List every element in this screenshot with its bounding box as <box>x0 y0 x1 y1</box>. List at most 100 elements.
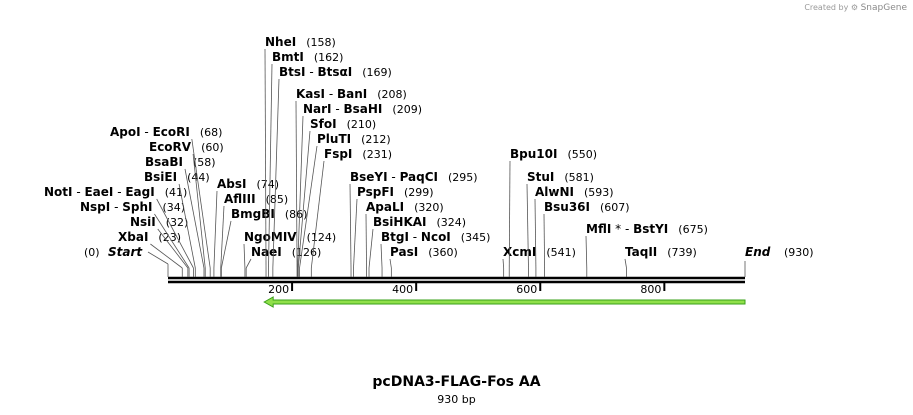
site-position: (675) <box>678 223 708 236</box>
site-label-part: Bpu10I <box>510 147 557 161</box>
site-label-part: SphI <box>122 200 152 214</box>
site-label: SfoI <box>310 117 337 131</box>
site-label-part: - <box>332 102 344 116</box>
site-label: AflIII <box>224 192 256 206</box>
site-leader <box>380 243 383 269</box>
site-bsu36i: Bsu36I(607) <box>543 200 630 277</box>
site-position: (295) <box>448 171 478 184</box>
site-position: (60) <box>201 141 224 154</box>
site-position: (550) <box>567 148 597 161</box>
site-kasi: KasI - BanI(208) <box>295 87 407 277</box>
site-label: NspI - SphI <box>80 200 152 214</box>
site-label: NarI - BsaHI <box>303 102 382 116</box>
site-position: (210) <box>347 118 377 131</box>
site-label-part: NotI <box>44 185 73 199</box>
site-label-part: NgoMIV <box>244 230 297 244</box>
site-leader <box>150 243 183 269</box>
site-label: TaqII <box>625 245 657 259</box>
site-stui: StuI (581) <box>526 170 594 277</box>
site-position: (360) <box>428 246 458 259</box>
start-marker: (0)Start <box>84 245 169 277</box>
site-label-part: NsiI <box>130 215 156 229</box>
site-label-part: BsaBI <box>145 155 183 169</box>
site-leader <box>368 228 374 269</box>
end-marker: End(930) <box>744 245 814 277</box>
start-label: Start <box>108 245 143 259</box>
site-position: (593) <box>584 186 614 199</box>
site-bsihkai: BsiHKAI(324) <box>368 215 466 277</box>
site-taqii: TaqII(739) <box>624 245 697 277</box>
ruler-label: 200 <box>268 283 289 296</box>
site-label-part: NaeI <box>251 245 282 259</box>
site-label: Bsu36I <box>544 200 590 214</box>
site-bsiei: BsiEI(44) <box>144 170 210 277</box>
site-label: BmtI <box>272 50 304 64</box>
site-xcmi: XcmI (541) <box>502 245 576 277</box>
feature-arrow <box>263 296 746 308</box>
site-label: BsiHKAI <box>373 215 427 229</box>
site-label-part: * - <box>611 222 633 236</box>
site-position: (581) <box>564 171 594 184</box>
site-label-part: KasI <box>296 87 325 101</box>
site-label: ApaLI <box>366 200 404 214</box>
site-position: (124) <box>307 231 337 244</box>
site-leader <box>192 153 206 269</box>
site-label: XcmI <box>503 245 536 259</box>
site-label: BmgBI <box>231 207 275 221</box>
site-leader <box>508 160 511 269</box>
site-position: (209) <box>392 103 422 116</box>
site-label-part: PspFI <box>357 185 394 199</box>
site-bmti: BmtI (162) <box>268 50 344 277</box>
site-label-part: PasI <box>390 245 418 259</box>
site-label-part: PluTI <box>317 132 351 146</box>
ruler-label: 600 <box>516 283 537 296</box>
credit-brand: SnapGene <box>860 3 907 13</box>
site-leader <box>310 160 325 269</box>
site-position: (231) <box>362 148 392 161</box>
site-afliii: AflIII(85) <box>220 192 288 277</box>
site-position: (299) <box>404 186 434 199</box>
site-position: (541) <box>546 246 576 259</box>
construct-name: pcDNA3-FLAG-Fos AA <box>372 374 541 390</box>
site-label: XbaI <box>118 230 148 244</box>
site-position: (34) <box>162 201 185 214</box>
site-position: (162) <box>314 51 344 64</box>
site-label-part: BtsI <box>279 65 306 79</box>
site-leader <box>184 168 205 269</box>
site-label-part: AflIII <box>224 192 256 206</box>
site-position: (41) <box>165 186 188 199</box>
site-alwni: AlwNI(593) <box>534 185 614 277</box>
site-label-part: BsaHI <box>344 102 383 116</box>
site-nsii: NsiI(32) <box>130 215 188 277</box>
site-label-part: NspI <box>80 200 110 214</box>
site-position: (169) <box>362 66 392 79</box>
site-position: (345) <box>461 231 491 244</box>
site-leader <box>526 183 529 269</box>
end-position: (930) <box>784 246 814 259</box>
site-leader <box>502 258 505 269</box>
site-label: StuI <box>527 170 554 184</box>
site-leader <box>243 243 246 269</box>
site-label-part: BmtI <box>272 50 304 64</box>
site-label: KasI - BanI <box>296 87 367 101</box>
site-label-part: BsiHKAI <box>373 215 427 229</box>
site-sfoi: SfoI (210) <box>297 117 377 277</box>
ruler-label: 800 <box>640 283 661 296</box>
site-label-part: - <box>325 87 337 101</box>
site-bmgbi: BmgBI(86) <box>220 207 307 277</box>
site-label-part: NarI <box>303 102 332 116</box>
start-leader <box>147 251 169 265</box>
site-label-part: PaqCI <box>400 170 438 184</box>
site-position: (158) <box>306 36 336 49</box>
site-label-part: XbaI <box>118 230 148 244</box>
site-mfli: MflI * - BstYI(675) <box>585 222 708 277</box>
site-leader <box>295 100 298 269</box>
site-label-part: EcoRV <box>149 140 192 154</box>
site-label-part: EcoRI <box>153 125 190 139</box>
site-leader <box>624 258 627 269</box>
site-leader <box>543 213 546 269</box>
site-leader <box>220 220 232 269</box>
site-label-part: ApoI <box>110 125 141 139</box>
site-leader <box>178 183 196 269</box>
site-leader <box>272 78 280 269</box>
